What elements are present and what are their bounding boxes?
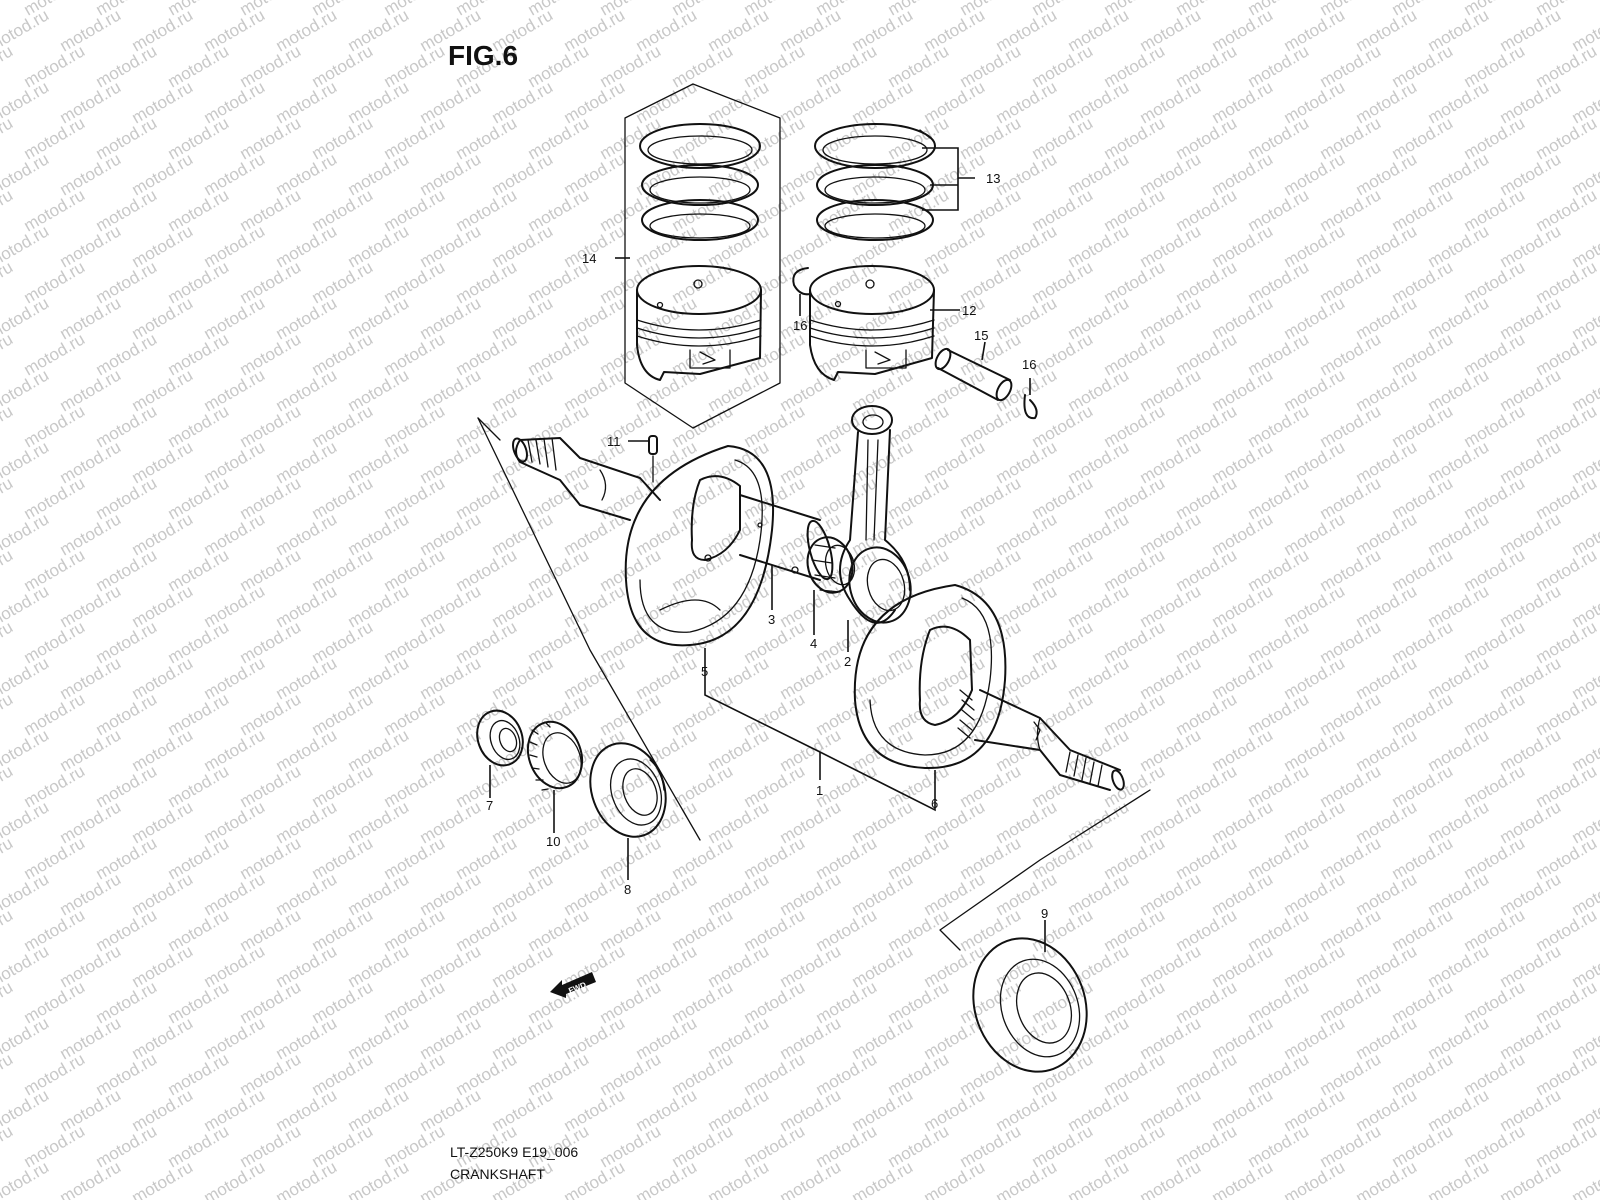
callout-14: 14: [582, 251, 596, 266]
circlip-right[interactable]: [1023, 394, 1038, 420]
callout-15: 15: [974, 328, 988, 343]
leader-lines: [489, 147, 1046, 952]
callout-6: 6: [931, 796, 938, 811]
fwd-arrow-icon: FWD: [550, 972, 596, 998]
piston-pin[interactable]: [933, 346, 1015, 402]
callout-16a: 16: [793, 318, 807, 333]
dowel-pin[interactable]: [648, 435, 658, 455]
piston-set-enclosure: [624, 83, 781, 429]
bearing-left-main[interactable]: [578, 733, 678, 848]
bearing-right-main[interactable]: [955, 922, 1105, 1087]
piston-ring-set[interactable]: [814, 123, 936, 241]
left-crank-web[interactable]: [624, 445, 774, 647]
diagram-code: LT-Z250K9 E19_006: [450, 1144, 579, 1160]
callout-1: 1: [816, 783, 823, 798]
piston-set-piston: [636, 265, 762, 381]
callout-5: 5: [701, 664, 708, 679]
crankshaft-assembly-outline: [477, 417, 1151, 951]
callout-2: 2: [844, 654, 851, 669]
callout-13: 13: [986, 171, 1000, 186]
callout-3: 3: [768, 612, 775, 627]
callout-4: 4: [810, 636, 817, 651]
bearing-small[interactable]: [470, 704, 530, 772]
piston[interactable]: [809, 265, 935, 381]
timing-gear[interactable]: [519, 714, 591, 796]
callout-labels: 14 13 12 16 15 16 11 3 4 2 5 1 6 7 10 8 …: [486, 171, 1048, 921]
callout-11: 11: [607, 434, 621, 449]
crankshaft-left-shaft[interactable]: [510, 437, 661, 521]
needle-bearing[interactable]: [802, 532, 859, 597]
callout-16b: 16: [1022, 357, 1036, 372]
piston-set-assembly[interactable]: [624, 83, 781, 429]
piston-set-rings: [639, 123, 761, 241]
crank-pin[interactable]: [739, 494, 837, 582]
circlip-left[interactable]: [792, 267, 811, 296]
callout-9: 9: [1041, 906, 1048, 921]
callout-12: 12: [962, 303, 976, 318]
crankshaft-right-shaft[interactable]: [957, 689, 1126, 791]
callout-8: 8: [624, 882, 631, 897]
callout-7: 7: [486, 798, 493, 813]
connecting-rod[interactable]: [839, 405, 919, 629]
diagram-name: CRANKSHAFT: [450, 1166, 545, 1182]
figure-title: FIG.6: [448, 40, 519, 71]
right-crank-web[interactable]: [853, 584, 1007, 770]
callout-10: 10: [546, 834, 560, 849]
